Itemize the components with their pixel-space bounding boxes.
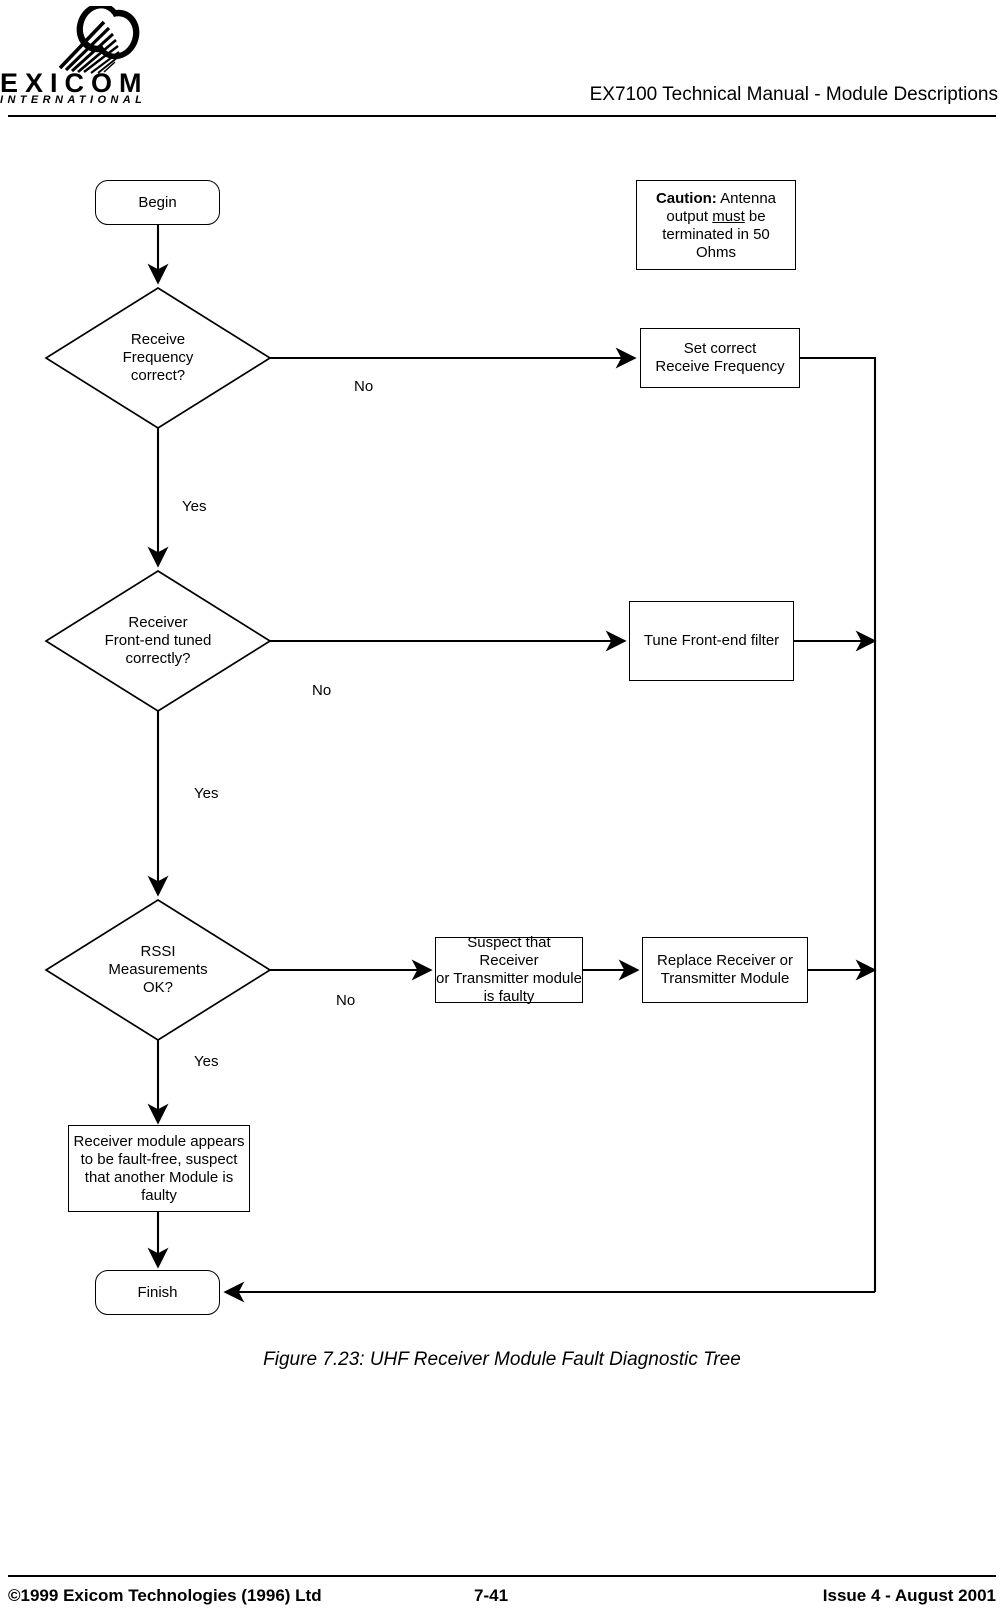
flow-node-suspect-module-line2: or Transmitter module — [436, 970, 582, 987]
flow-decision-rssi-measurements-line1: RSSI — [140, 943, 176, 960]
flow-node-module-fault-free-line3: that another Module is — [84, 1168, 234, 1186]
edge-label-frequency-no: No — [352, 378, 376, 395]
page-header: EXICOM INTERNATIONAL EX7100 Technical Ma… — [0, 0, 1004, 124]
flow-node-module-fault-free-line4: faulty — [141, 1186, 177, 1204]
flow-decision-rssi-measurements-line2: Measurements — [108, 961, 208, 978]
flow-node-tune-front-end-filter[interactable]: Tune Front-end filter — [629, 601, 794, 681]
flow-node-module-fault-free[interactable]: Receiver module appears to be fault-free… — [68, 1125, 250, 1212]
footer-issue: Issue 4 - August 2001 — [822, 1586, 996, 1605]
flow-node-begin[interactable]: Begin — [95, 180, 220, 225]
logo-wordmark: EXICOM — [0, 68, 149, 98]
flowchart-connectors — [44, 225, 877, 1303]
flow-node-tune-front-end-filter-label: Tune Front-end filter — [643, 632, 780, 649]
page-title: EX7100 Technical Manual - Module Descrip… — [589, 84, 998, 105]
exicom-logo-icon — [8, 2, 178, 78]
flow-decision-receive-frequency-line2: Frequency — [122, 349, 194, 366]
edge-label-rssi-no: No — [334, 992, 358, 1009]
footer-copyright: ©1999 Exicom Technologies (1996) Ltd — [8, 1586, 322, 1605]
figure-caption: Figure 7.23: UHF Receiver Module Fault D… — [263, 1349, 741, 1370]
caution-keyword: Caution: — [655, 190, 717, 207]
caution-note: Caution: Antenna output must be terminat… — [636, 180, 796, 270]
caution-text-b: output — [666, 208, 713, 225]
flow-node-suspect-module-line3: is faulty — [483, 988, 535, 1005]
caution-emphasis: must — [712, 208, 745, 225]
flow-node-replace-module-line2: Transmitter Module — [660, 970, 790, 987]
flow-decision-rssi-measurements-line3: OK? — [142, 979, 173, 996]
flow-node-begin-label: Begin — [138, 193, 177, 211]
flow-node-module-fault-free-line2: to be fault-free, suspect — [80, 1150, 238, 1168]
flow-node-replace-module-line1: Replace Receiver or — [657, 952, 793, 969]
flow-decision-front-end-tuned-line3: correctly? — [125, 650, 191, 667]
edge-label-frontend-no: No — [310, 682, 334, 699]
flow-node-set-receive-frequency-line1: Set correct — [683, 340, 757, 357]
flow-node-module-fault-free-line1: Receiver module appears — [73, 1132, 245, 1150]
flow-node-finish[interactable]: Finish — [95, 1270, 220, 1315]
header-divider — [8, 115, 996, 117]
footer-divider — [8, 1575, 996, 1577]
edge-label-frequency-yes: Yes — [180, 498, 209, 515]
logo-subwordmark: INTERNATIONAL — [0, 94, 147, 106]
fault-diagnostic-flowchart: Begin Caution: Antenna output must be te… — [0, 140, 1004, 1340]
edge-label-rssi-yes: Yes — [192, 1053, 221, 1070]
flow-decision-front-end-tuned[interactable]: Receiver Front-end tuned correctly? — [46, 571, 270, 711]
flow-node-suspect-module-line1: Suspect that Receiver — [467, 934, 551, 969]
caution-text-d: terminated in 50 Ohms — [662, 226, 770, 261]
flow-node-finish-label: Finish — [137, 1283, 178, 1301]
flow-node-replace-module[interactable]: Replace Receiver or Transmitter Module — [642, 937, 808, 1003]
edge-label-frontend-yes: Yes — [192, 785, 221, 802]
flow-decision-front-end-tuned-line2: Front-end tuned — [104, 632, 212, 649]
flow-node-set-receive-frequency-line2: Receive Frequency — [655, 358, 785, 375]
flow-decision-receive-frequency-line1: Receive — [130, 331, 186, 348]
footer-page-number: 7-41 — [474, 1586, 509, 1605]
flow-node-suspect-module[interactable]: Suspect that Receiver or Transmitter mod… — [435, 934, 583, 1005]
caution-text-a: Antenna — [716, 190, 777, 207]
flow-decision-receive-frequency-line3: correct? — [130, 367, 186, 384]
caution-text-c: be — [744, 208, 766, 225]
flow-decision-front-end-tuned-line1: Receiver — [128, 614, 188, 631]
page-footer: ©1999 Exicom Technologies (1996) Ltd 7-4… — [8, 1586, 996, 1614]
flow-decision-receive-frequency[interactable]: Receive Frequency correct? — [46, 288, 270, 428]
flow-node-set-receive-frequency[interactable]: Set correct Receive Frequency — [640, 328, 800, 388]
flow-decision-rssi-measurements[interactable]: RSSI Measurements OK? — [46, 900, 270, 1040]
